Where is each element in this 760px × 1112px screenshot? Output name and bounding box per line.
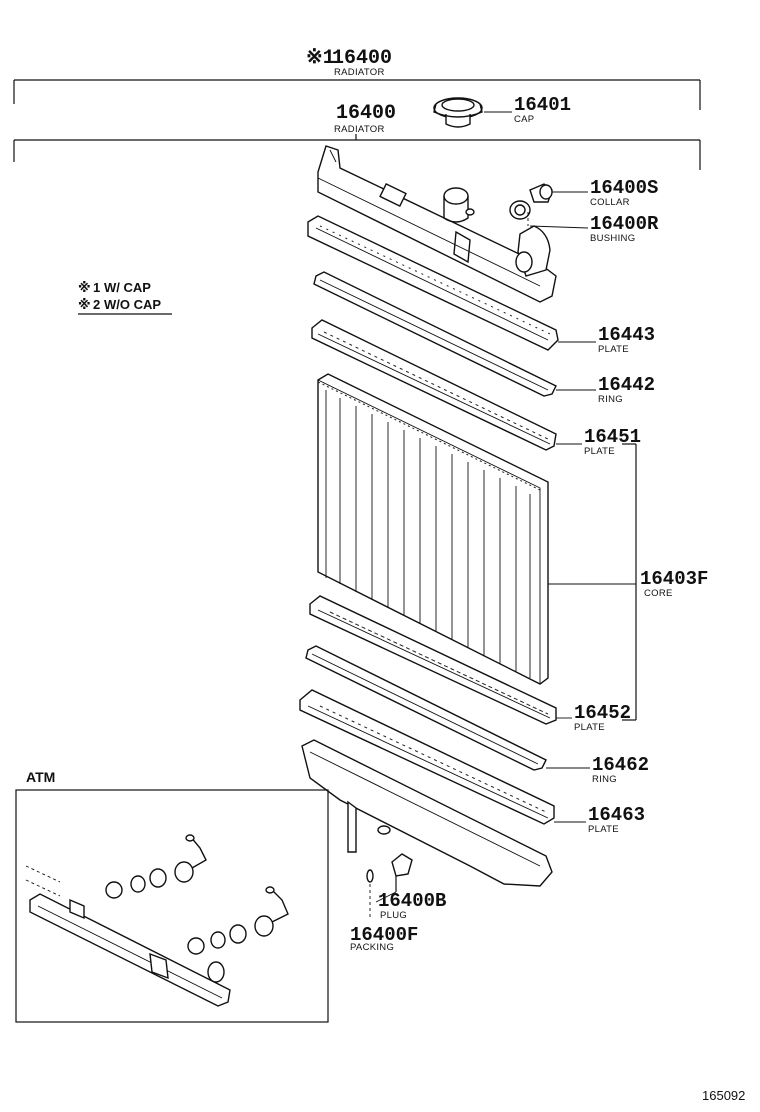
core-bracket	[622, 443, 637, 721]
legend-item-with-cap: ※ 1 W/ CAP	[78, 280, 151, 295]
lower-tank-illustration[interactable]	[301, 739, 553, 887]
diagram-code: 165092	[702, 1088, 745, 1103]
plate-16451-illustration[interactable]	[311, 319, 557, 451]
svg-text:PLUG: PLUG	[380, 910, 407, 921]
svg-text:CAP: CAP	[514, 114, 534, 125]
svg-text:2: 2	[93, 297, 100, 312]
svg-text:16462: 16462	[592, 754, 649, 776]
svg-text:16400R: 16400R	[590, 213, 659, 235]
svg-text:16463: 16463	[588, 804, 645, 826]
svg-text:W/ CAP: W/ CAP	[104, 280, 151, 295]
svg-text:16400F: 16400F	[350, 924, 418, 946]
part-label-16401[interactable]: 16401 CAP	[514, 94, 571, 125]
part-label-16451[interactable]: 16451 PLATE	[584, 426, 641, 457]
atm-label: ATM	[26, 769, 55, 785]
svg-text:COLLAR: COLLAR	[590, 197, 630, 208]
part-label-16463[interactable]: 16463 PLATE	[588, 804, 645, 835]
svg-text:16400B: 16400B	[378, 890, 446, 912]
part-label-16462[interactable]: 16462 RING	[592, 754, 649, 785]
part-label-16400R[interactable]: 16400R BUSHING	[590, 213, 659, 244]
part-label-16442[interactable]: 16442 RING	[598, 374, 655, 405]
svg-text:RING: RING	[592, 774, 617, 785]
svg-text:CORE: CORE	[644, 588, 673, 599]
svg-text:PLATE: PLATE	[588, 824, 619, 835]
assembly-label-with-cap[interactable]: ※1 16400 RADIATOR	[306, 47, 392, 78]
assembly-number: 16400	[336, 102, 396, 125]
part-label-16452[interactable]: 16452 PLATE	[574, 702, 631, 733]
legend: ※ 1 W/ CAP ※ 2 W/O CAP	[78, 280, 172, 315]
svg-text:16452: 16452	[574, 702, 631, 724]
svg-text:RING: RING	[598, 394, 623, 405]
assembly-name: RADIATOR	[334, 67, 385, 78]
svg-text:16400S: 16400S	[590, 177, 658, 199]
svg-text:W/O CAP: W/O CAP	[104, 297, 161, 312]
upper-ring-illustration[interactable]	[313, 271, 557, 397]
svg-text:PACKING: PACKING	[350, 942, 394, 953]
atm-fitting-upper[interactable]	[105, 834, 207, 899]
upper-plate-illustration[interactable]	[307, 215, 559, 351]
atm-inset: ATM	[15, 769, 329, 1023]
packing-illustration[interactable]	[366, 869, 374, 883]
legend-item-without-cap: ※ 2 W/O CAP	[78, 297, 161, 312]
svg-text:16443: 16443	[598, 324, 655, 346]
atm-tank-illustration[interactable]	[25, 865, 231, 1007]
assembly-number: 16400	[332, 47, 392, 70]
plate-16463-illustration[interactable]	[299, 689, 555, 825]
assembly-bracket-with-cap	[13, 79, 701, 110]
bushing-illustration[interactable]	[509, 200, 531, 220]
svg-text:16442: 16442	[598, 374, 655, 396]
svg-text:※: ※	[78, 280, 91, 295]
part-label-16400S[interactable]: 16400S COLLAR	[590, 177, 658, 208]
svg-text:BUSHING: BUSHING	[590, 233, 635, 244]
collar-illustration[interactable]	[529, 183, 553, 203]
radiator-core-illustration[interactable]	[317, 373, 549, 685]
assembly-mark: ※1	[306, 47, 335, 70]
svg-text:1: 1	[93, 280, 100, 295]
part-label-16400F[interactable]: 16400F PACKING	[350, 924, 418, 953]
svg-text:※: ※	[78, 297, 91, 312]
lower-ring-illustration[interactable]	[305, 645, 547, 771]
part-label-16403F[interactable]: 16403F CORE	[640, 568, 708, 599]
svg-text:16403F: 16403F	[640, 568, 708, 590]
svg-text:PLATE: PLATE	[598, 344, 629, 355]
radiator-cap-illustration[interactable]	[433, 97, 483, 128]
plate-16452-illustration[interactable]	[309, 595, 557, 725]
svg-text:16451: 16451	[584, 426, 641, 448]
svg-text:PLATE: PLATE	[584, 446, 615, 457]
svg-text:16401: 16401	[514, 94, 571, 116]
svg-text:PLATE: PLATE	[574, 722, 605, 733]
assembly-bracket-without-cap	[13, 134, 701, 170]
atm-fitting-lower[interactable]	[187, 886, 289, 955]
part-label-16443[interactable]: 16443 PLATE	[598, 324, 655, 355]
part-label-16400B[interactable]: 16400B PLUG	[378, 890, 446, 921]
assembly-label-without-cap[interactable]: 16400 RADIATOR	[334, 102, 396, 135]
assembly-name: RADIATOR	[334, 124, 385, 135]
drain-plug-illustration[interactable]	[391, 853, 413, 892]
upper-tank-illustration[interactable]	[317, 145, 557, 303]
